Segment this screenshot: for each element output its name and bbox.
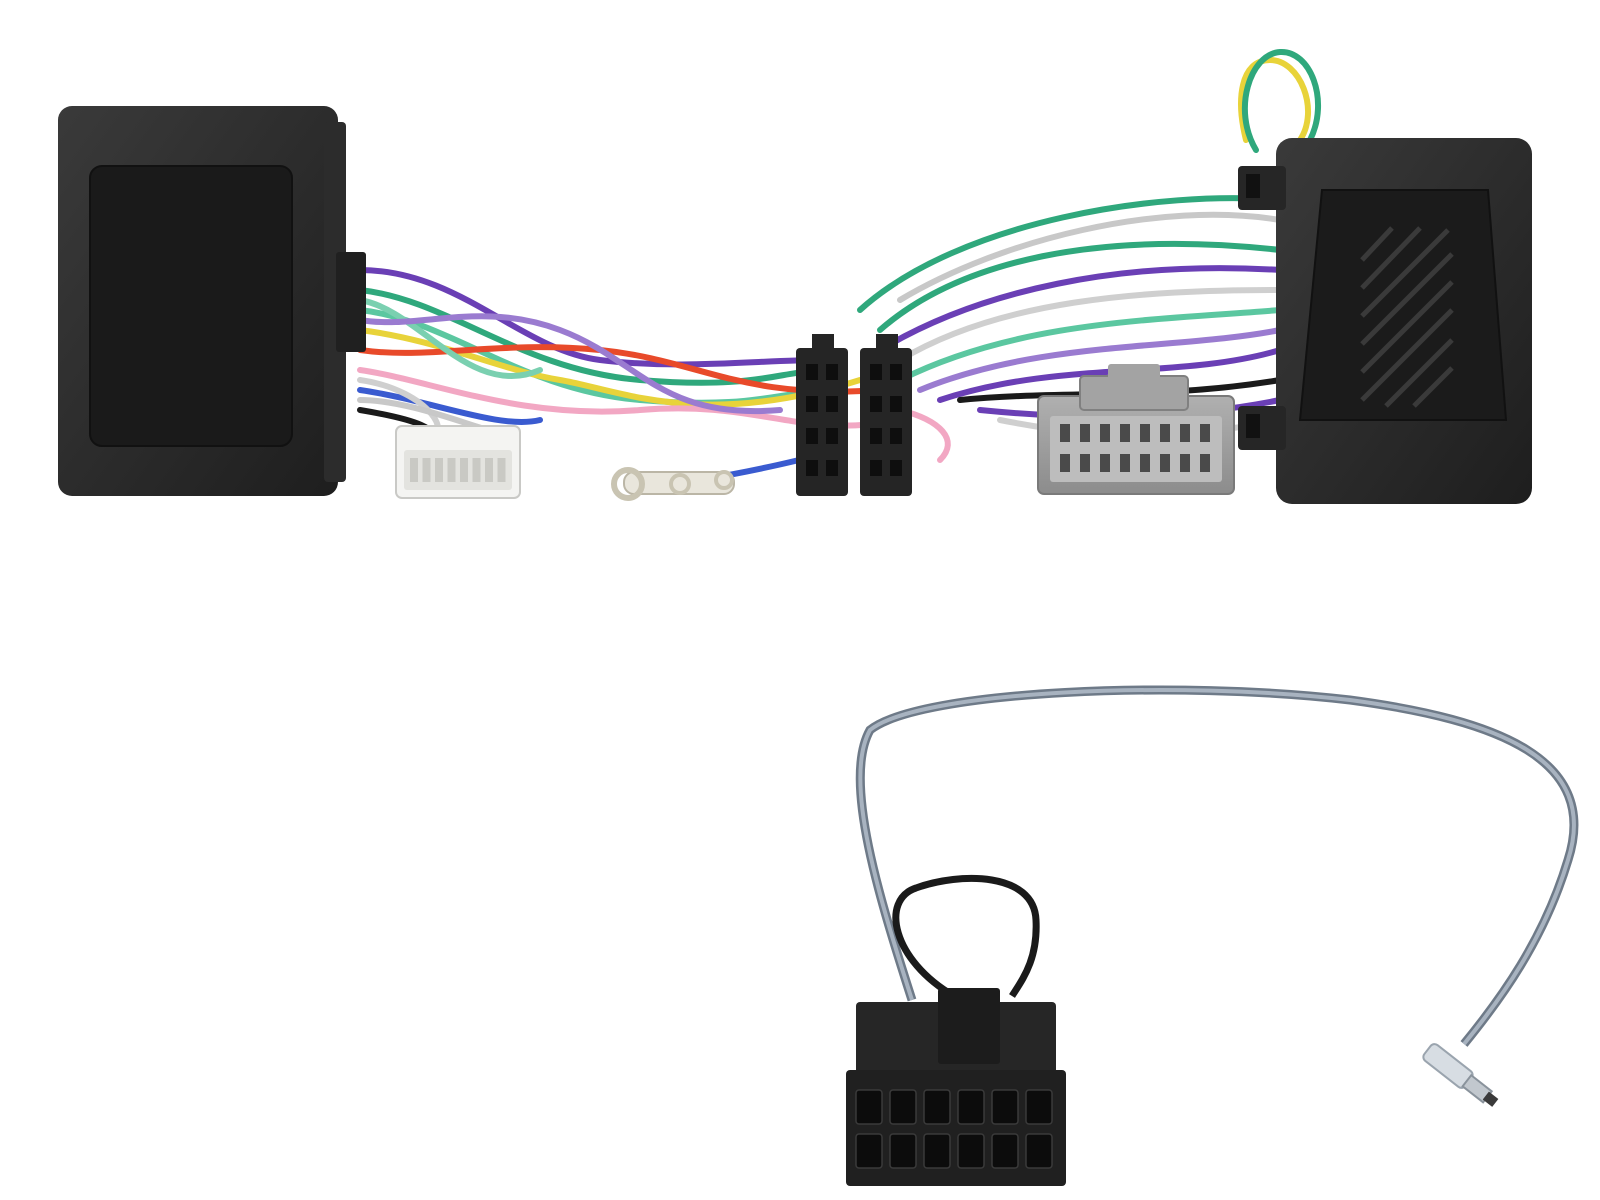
- connector-pin: [447, 458, 456, 482]
- antenna-lead: [855, 685, 1579, 1107]
- connector-pin: [410, 458, 418, 482]
- connector-pin: [1140, 424, 1150, 442]
- wire: [917, 327, 1283, 393]
- connector-pin: [991, 1133, 1019, 1169]
- connector-pin: [472, 458, 481, 482]
- connector-pin: [1120, 424, 1130, 442]
- connector-pin: [460, 458, 468, 482]
- connector-pin: [826, 428, 838, 444]
- connector-pin: [1060, 454, 1070, 472]
- connector-pin: [890, 396, 902, 412]
- right-interface-box: [1238, 138, 1532, 504]
- wire: [1238, 56, 1312, 143]
- connector-pin: [890, 428, 902, 444]
- wire: [1241, 49, 1321, 153]
- connector-pin: [1025, 1089, 1053, 1125]
- wire: [877, 240, 1283, 333]
- wire: [357, 267, 823, 368]
- connector-pin: [1100, 454, 1110, 472]
- connector-pin: [826, 460, 838, 476]
- connector-pin: [890, 460, 902, 476]
- wire: [357, 387, 543, 426]
- grey-vehicle-connector: [1037, 364, 1235, 495]
- connector-pin: [1080, 454, 1090, 472]
- connector-pin: [422, 458, 431, 482]
- connector-pin: [889, 1089, 917, 1125]
- connector-pin: [1025, 1133, 1053, 1169]
- connector-pin: [806, 364, 818, 380]
- wire: [897, 307, 1283, 383]
- connector-pin: [870, 428, 882, 444]
- wire: [897, 287, 1283, 363]
- connector-pin: [991, 1089, 1019, 1125]
- wire: [357, 313, 783, 415]
- connector-pin: [806, 428, 818, 444]
- wire: [897, 211, 1283, 303]
- connector-pin: [890, 364, 902, 380]
- connector-pin: [870, 364, 882, 380]
- connector-pin: [826, 396, 838, 412]
- connector-pin: [806, 396, 818, 412]
- connector-pin: [923, 1133, 951, 1169]
- connector-pin: [957, 1089, 985, 1125]
- connector-pin: [1200, 454, 1210, 472]
- wire: [857, 195, 1283, 313]
- connector-pin: [1060, 424, 1070, 442]
- iso-power-connector: [796, 334, 848, 496]
- iso-speaker-connector: [860, 334, 912, 496]
- wire: [357, 297, 543, 380]
- connector-pin: [1120, 454, 1130, 472]
- white-16-pin-connector: [395, 425, 521, 499]
- connector-pin: [806, 460, 818, 476]
- connector-pin: [1100, 424, 1110, 442]
- connector-pin: [1080, 424, 1090, 442]
- connector-pin: [923, 1089, 951, 1125]
- connector-pin: [435, 458, 443, 482]
- connector-pin: [485, 458, 493, 482]
- left-interface-box: [58, 106, 366, 496]
- connector-pin: [855, 1133, 883, 1169]
- connector-pin: [870, 460, 882, 476]
- connector-pin: [1140, 454, 1150, 472]
- connector-pin: [1180, 454, 1190, 472]
- ring-terminals: [611, 467, 735, 501]
- connector-pin: [855, 1089, 883, 1125]
- speaker-grille: [1360, 226, 1454, 408]
- wire: [877, 265, 1283, 353]
- 12-pin-patch-connector: [846, 874, 1066, 1186]
- connector-pin: [1160, 454, 1170, 472]
- connector-pin: [957, 1133, 985, 1169]
- connector-pin: [1180, 424, 1190, 442]
- connector-pin: [826, 364, 838, 380]
- connector-pin: [497, 458, 506, 482]
- connector-pin: [889, 1133, 917, 1169]
- wire: [357, 287, 833, 386]
- connector-pin: [870, 396, 882, 412]
- connector-pin: [1200, 424, 1210, 442]
- connector-pin: [1160, 424, 1170, 442]
